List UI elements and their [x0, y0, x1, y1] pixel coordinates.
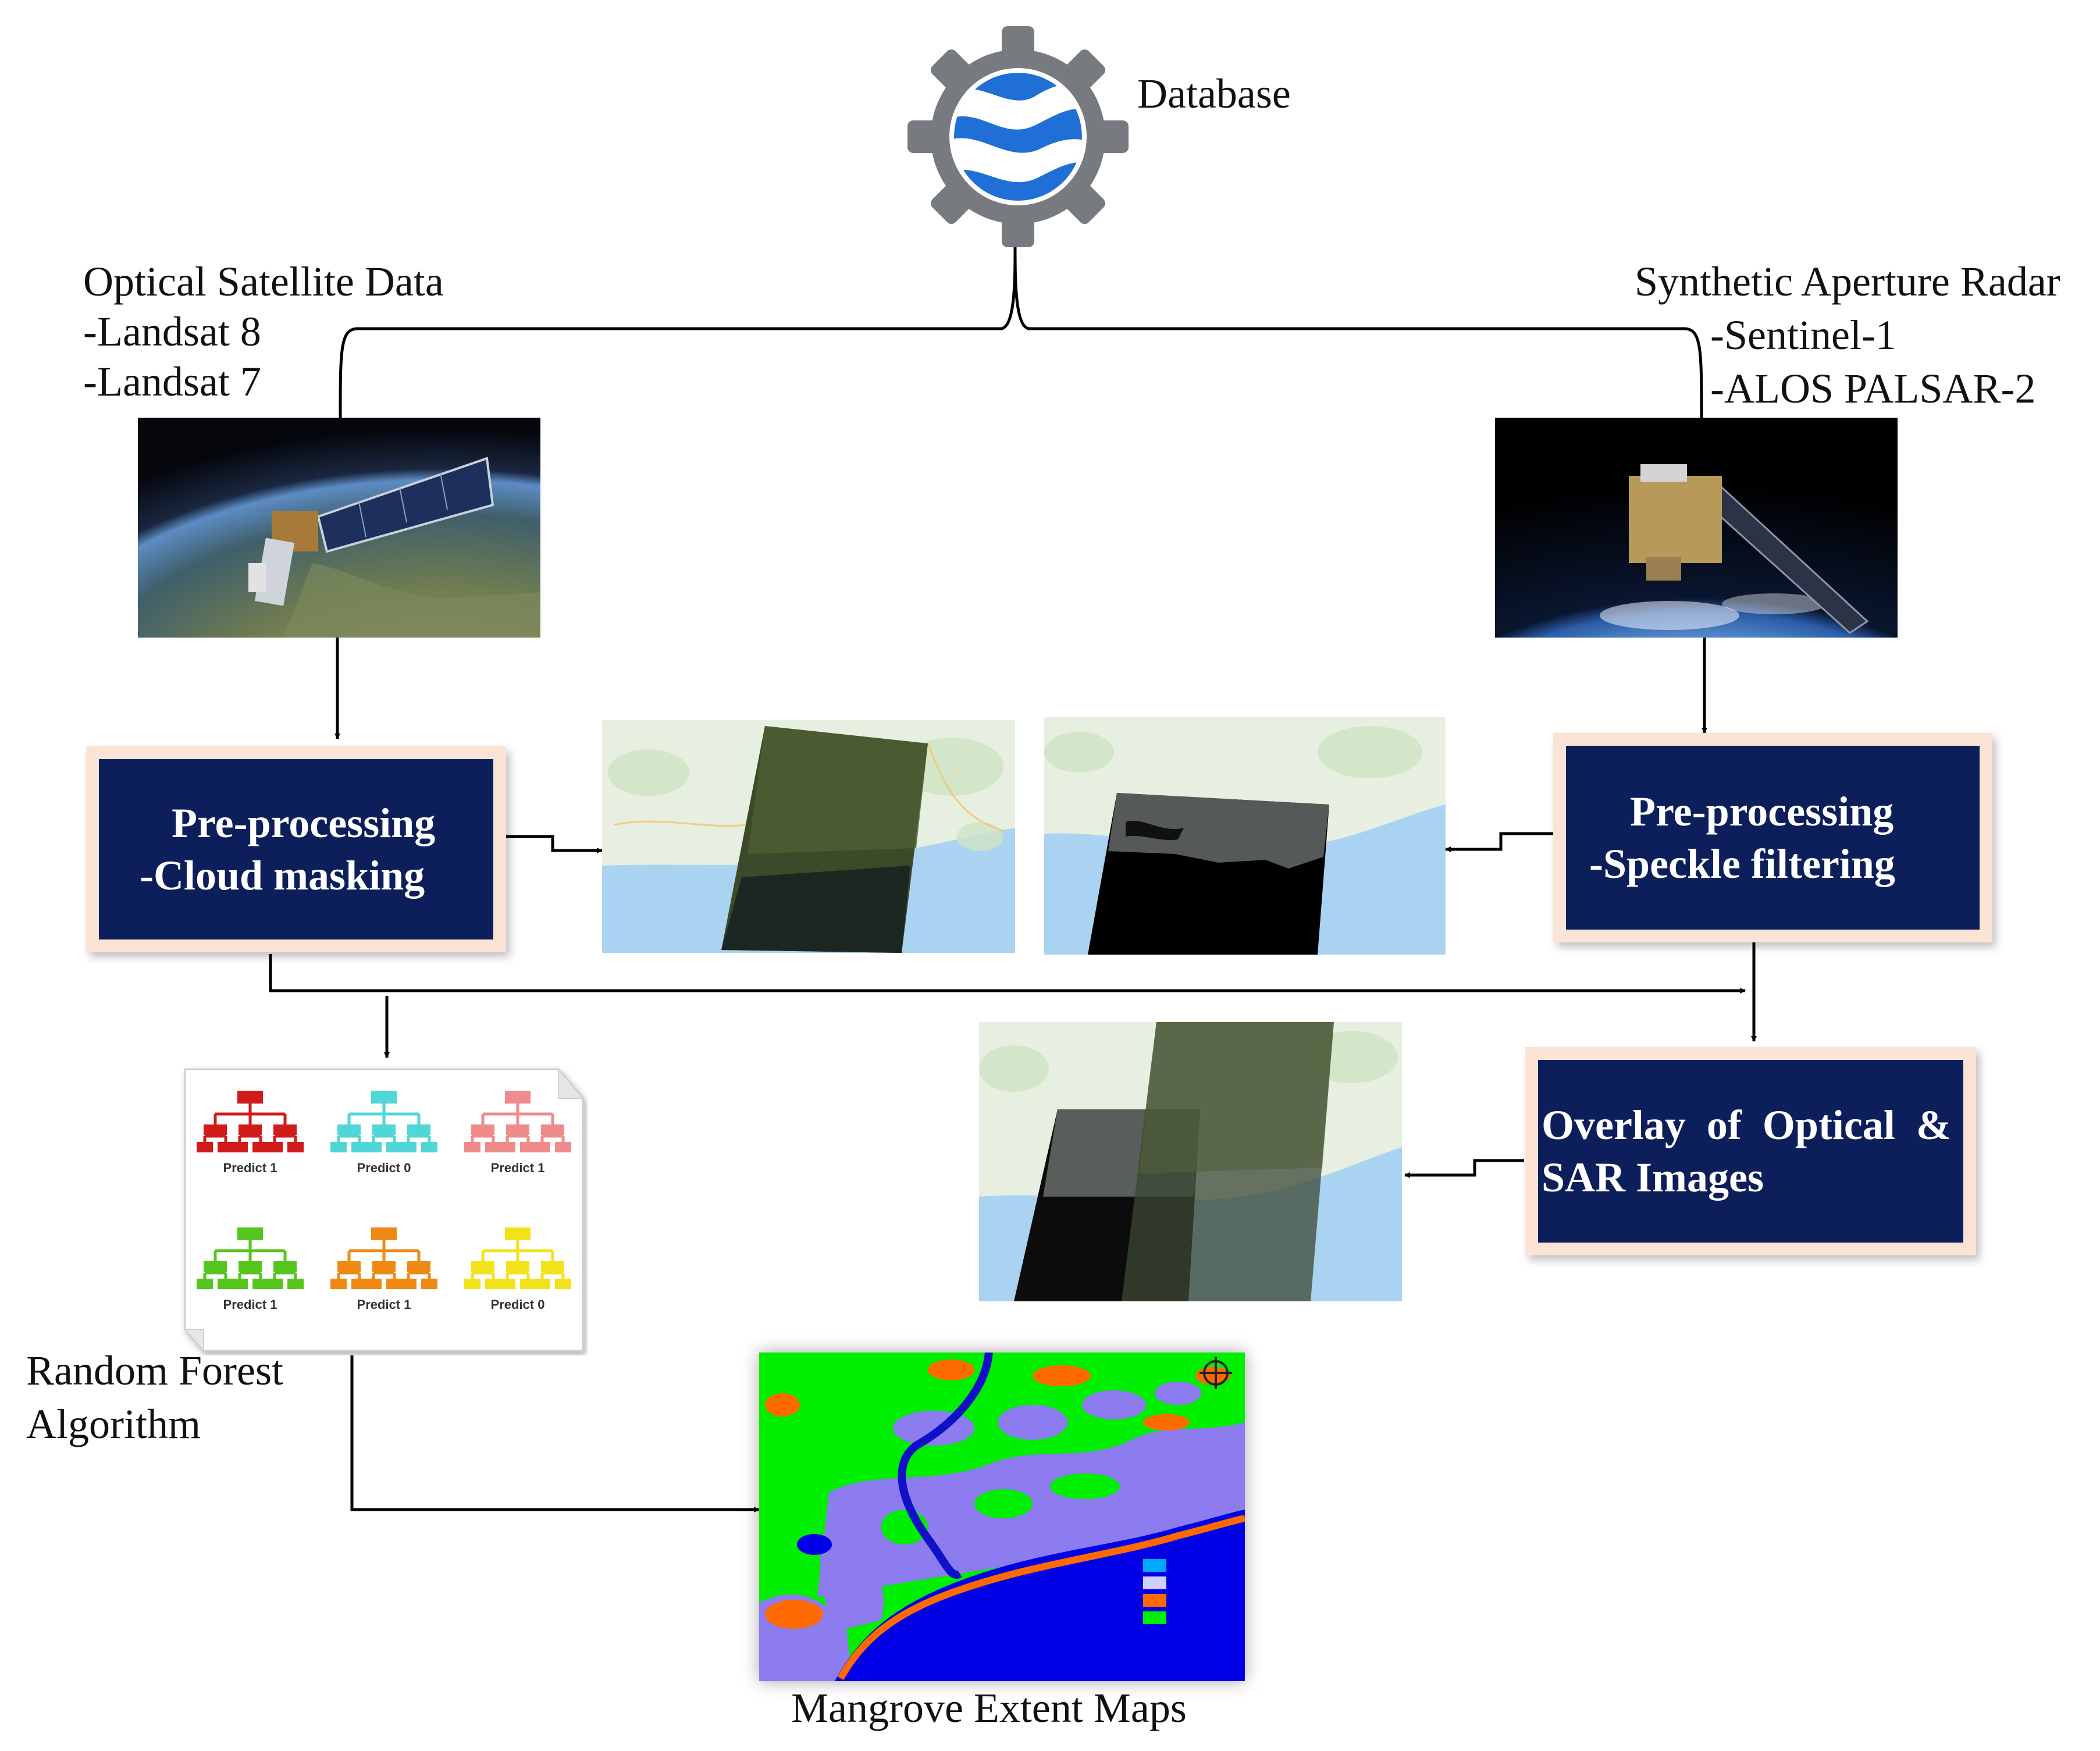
tree-prediction-label: Predict 1: [491, 1161, 545, 1175]
sar-item-alos-palsar2: -ALOS PALSAR-2: [1710, 365, 2036, 412]
tree-prediction-label: Predict 0: [491, 1297, 545, 1312]
overlay-line1: Overlay of Optical &: [1542, 1102, 1951, 1148]
map-legend: [1143, 1559, 1166, 1624]
sar-satellite-image: [1495, 418, 1898, 638]
random-forest-label-line1: Random Forest: [26, 1347, 283, 1394]
database-label: Database: [1137, 70, 1291, 117]
optical-preprocessing-line1: Pre-processing: [172, 800, 436, 846]
overlay-composite-image: [979, 1022, 1402, 1301]
optical-preprocessing-box: Pre-processing -Cloud masking: [86, 746, 506, 952]
tree-prediction-label: Predict 0: [357, 1161, 411, 1175]
decision-tree-icon: [464, 1091, 571, 1152]
decision-tree-icon: [330, 1227, 437, 1289]
sar-preprocessing-line1: Pre-processing: [1630, 788, 1894, 835]
rf-to-map-arrow: [350, 1355, 760, 1512]
decision-tree-icon: [330, 1091, 437, 1152]
speckle-filtered-sar-image: [1044, 717, 1446, 955]
decision-trees: Predict 1 Predict 0 Predict 1 Predict 1 Pred…: [197, 1091, 571, 1312]
optical-preprocessing-line2: -Cloud masking: [140, 852, 425, 899]
decision-tree-icon: [464, 1227, 571, 1289]
sar-title: Synthetic Aperture Radar: [1635, 258, 2060, 305]
overlay-line2: SAR Images: [1542, 1154, 1764, 1201]
optical-to-overlay-arrow: [269, 954, 1746, 994]
overlay-to-composite-arrow: [1404, 1159, 1524, 1178]
mangrove-map-label: Mangrove Extent Maps: [791, 1685, 1187, 1731]
tree-prediction-label: Predict 1: [223, 1161, 277, 1175]
overlay-box: Overlay of Optical & SAR Images: [1525, 1047, 1976, 1255]
optical-title: Optical Satellite Data: [83, 258, 444, 305]
mangrove-extent-map: [759, 1353, 1245, 1681]
random-forest-document: Predict 1 Predict 0 Predict 1 Predict 1 Pred…: [180, 1065, 588, 1355]
cloud-masked-optical-image: [602, 720, 1015, 953]
optical-item-landsat8: -Landsat 8: [83, 308, 261, 355]
north-arrow-icon: [1200, 1357, 1232, 1389]
decision-tree-icon: [197, 1227, 304, 1289]
sar-item-sentinel1: -Sentinel-1: [1710, 312, 1896, 358]
earth-engine-gear-icon: [907, 26, 1129, 247]
tree-prediction-label: Predict 1: [223, 1297, 277, 1312]
optical-item-landsat7: -Landsat 7: [83, 358, 261, 405]
db-to-sar-line: [1013, 247, 1703, 419]
cloudmask-to-image-arrow: [505, 835, 603, 853]
tree-prediction-label: Predict 1: [357, 1297, 411, 1312]
speckle-to-image-arrow: [1445, 832, 1553, 852]
landsat-satellite-image: [138, 418, 540, 638]
random-forest-label-line2: Algorithm: [26, 1401, 201, 1447]
sar-preprocessing-line2: -Speckle filtering: [1589, 841, 1895, 887]
sar-preprocessing-box: Pre-processing -Speckle filtering: [1553, 733, 1992, 942]
decision-tree-icon: [197, 1091, 304, 1152]
